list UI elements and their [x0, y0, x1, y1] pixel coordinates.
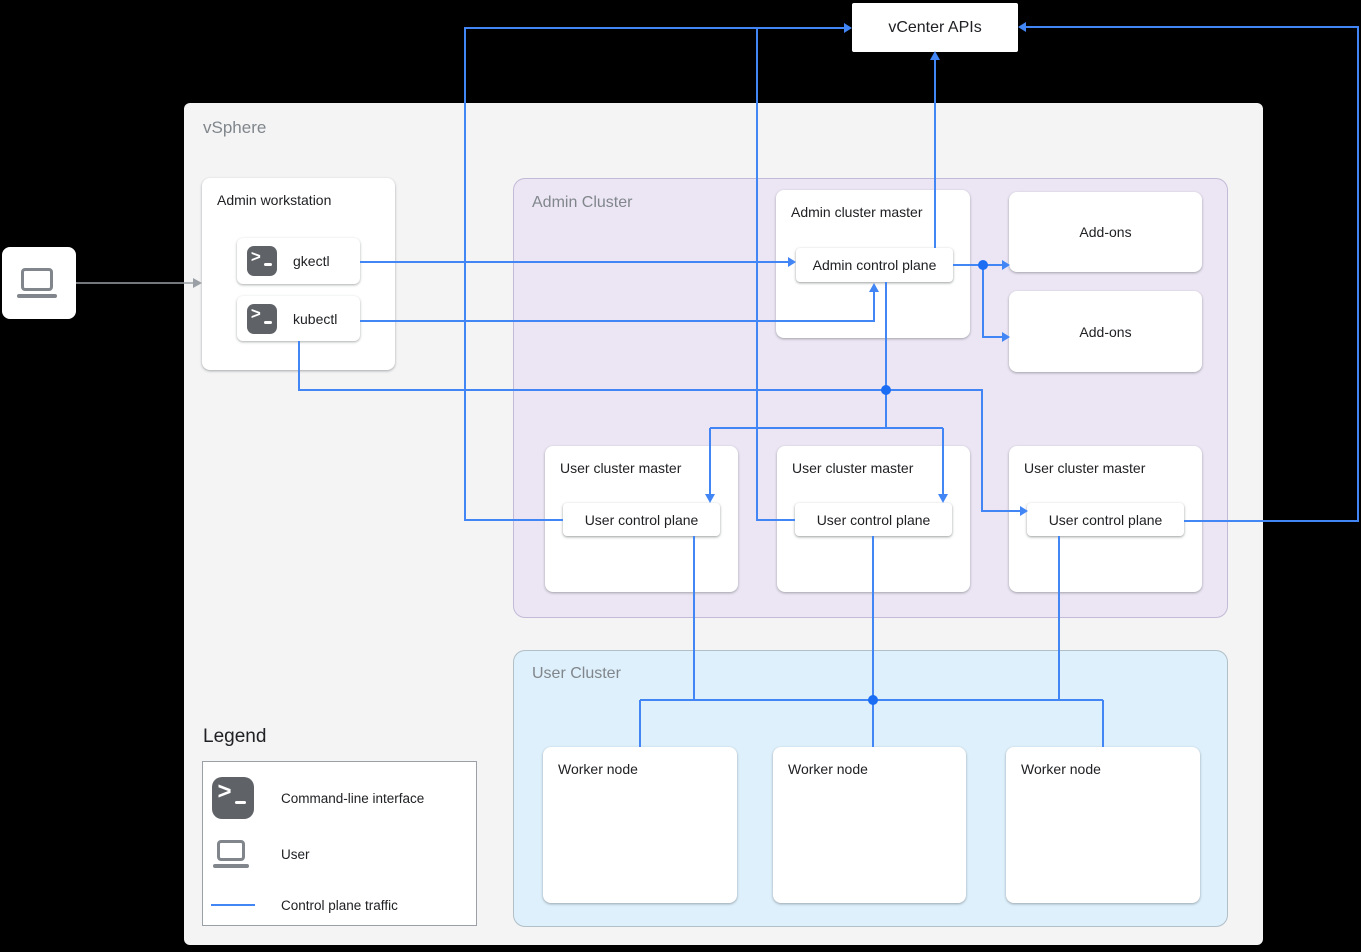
- arrowhead: [1018, 22, 1026, 32]
- legend-item-label: Control plane traffic: [281, 897, 398, 913]
- worker-node-title: Worker node: [558, 761, 638, 777]
- addons-card: Add-ons: [1009, 192, 1202, 272]
- user-control-plane-chip: User control plane: [795, 503, 952, 536]
- kubectl-chip: > kubectl: [237, 296, 360, 341]
- user-cluster-master-title: User cluster master: [792, 460, 914, 476]
- legend-item-label: Command-line interface: [281, 790, 425, 806]
- terminal-icon: >: [212, 777, 254, 819]
- legend-item: > Command-line interface: [203, 776, 476, 820]
- vcenter-apis-box: vCenter APIs: [852, 3, 1018, 52]
- admin-workstation-title: Admin workstation: [217, 192, 332, 208]
- worker-node-card: Worker node: [773, 747, 966, 903]
- legend-box: > Command-line interface User Control pl…: [202, 761, 477, 926]
- admin-control-plane-chip: Admin control plane: [796, 248, 953, 282]
- legend-item: User: [203, 836, 476, 872]
- gkectl-chip: > gkectl: [237, 238, 360, 284]
- worker-node-title: Worker node: [788, 761, 868, 777]
- gkectl-label: gkectl: [293, 253, 330, 269]
- laptop-icon: [17, 268, 57, 298]
- user-control-plane-chip: User control plane: [1027, 503, 1184, 536]
- control-plane-line-icon: [211, 904, 255, 906]
- admin-cluster-master-title: Admin cluster master: [791, 204, 923, 220]
- legend-item-label: User: [281, 846, 310, 862]
- user-box: [2, 247, 76, 319]
- laptop-icon: [213, 840, 249, 868]
- kubectl-label: kubectl: [293, 310, 338, 327]
- vsphere-label: vSphere: [203, 118, 267, 137]
- arrowhead: [930, 51, 940, 60]
- terminal-icon: >: [247, 303, 277, 334]
- admin-cluster-label: Admin Cluster: [532, 194, 633, 211]
- user-control-plane-chip: User control plane: [563, 503, 720, 536]
- worker-node-card: Worker node: [543, 747, 737, 903]
- arrowhead: [844, 23, 852, 33]
- addons-card: Add-ons: [1009, 291, 1202, 372]
- admin-workstation-card: Admin workstation > gkectl > kubectl: [202, 178, 395, 370]
- legend-item: Control plane traffic: [203, 890, 476, 920]
- user-cluster-master-title: User cluster master: [1024, 460, 1146, 476]
- worker-node-card: Worker node: [1006, 747, 1200, 903]
- terminal-icon: >: [247, 246, 277, 276]
- user-cluster-master-title: User cluster master: [560, 460, 682, 476]
- worker-node-title: Worker node: [1021, 761, 1101, 777]
- user-cluster-label: User Cluster: [532, 665, 621, 682]
- legend-title: Legend: [203, 726, 267, 747]
